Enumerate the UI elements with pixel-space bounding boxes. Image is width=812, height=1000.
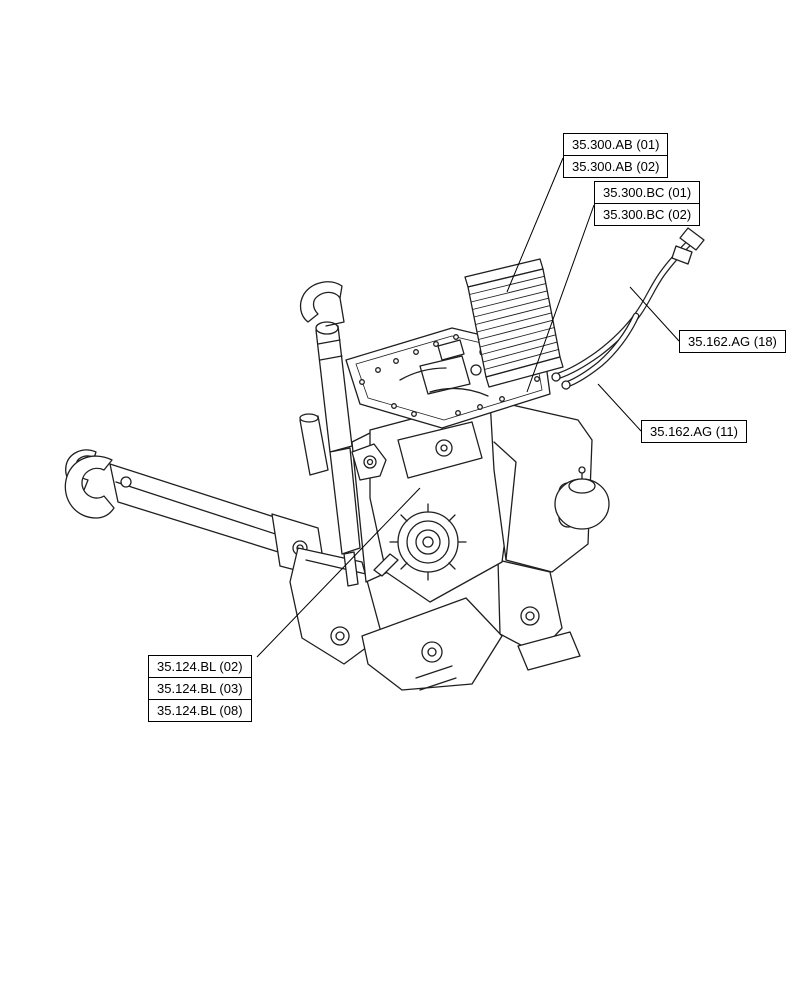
callout-35-162-AG-18[interactable]: 35.162.AG (18) — [679, 330, 786, 353]
callout-35-300-BC-01[interactable]: 35.300.BC (01) — [594, 181, 701, 204]
callout-35-300-BC-02[interactable]: 35.300.BC (02) — [594, 203, 701, 226]
gearbox-housing — [351, 403, 515, 603]
lower-link-hook — [64, 449, 132, 519]
leader-line — [506, 157, 564, 293]
oil-cooler — [464, 258, 564, 388]
callout-group-35-300-BC: 35.300.BC (01) 35.300.BC (02) — [594, 181, 701, 226]
top-link-hook — [299, 281, 345, 327]
lower-link-arm — [109, 463, 327, 579]
callout-35-124-BL-03[interactable]: 35.124.BL (03) — [148, 677, 252, 700]
callout-group-35-162-AG-11: 35.162.AG (11) — [641, 420, 747, 443]
callout-group-35-300-AB: 35.300.AB (01) 35.300.AB (02) — [563, 133, 669, 178]
leader-lines — [256, 157, 680, 658]
callout-35-300-AB-02[interactable]: 35.300.AB (02) — [563, 155, 669, 178]
callout-group-35-162-AG-18: 35.162.AG (18) — [679, 330, 786, 353]
lower-frame — [289, 547, 581, 691]
pto-shaft — [389, 503, 467, 581]
leader-line — [629, 286, 680, 342]
leader-line — [526, 204, 595, 393]
callout-group-35-124-BL: 35.124.BL (02) 35.124.BL (03) 35.124.BL … — [148, 655, 252, 722]
callout-35-162-AG-11[interactable]: 35.162.AG (11) — [641, 420, 747, 443]
breather-dome — [554, 466, 610, 530]
leader-line — [256, 487, 421, 658]
callout-35-124-BL-08[interactable]: 35.124.BL (08) — [148, 699, 252, 722]
leader-line — [597, 383, 642, 432]
hydraulic-tube — [551, 227, 705, 390]
callout-35-124-BL-02[interactable]: 35.124.BL (02) — [148, 655, 252, 678]
callout-35-300-AB-01[interactable]: 35.300.AB (01) — [563, 133, 669, 156]
